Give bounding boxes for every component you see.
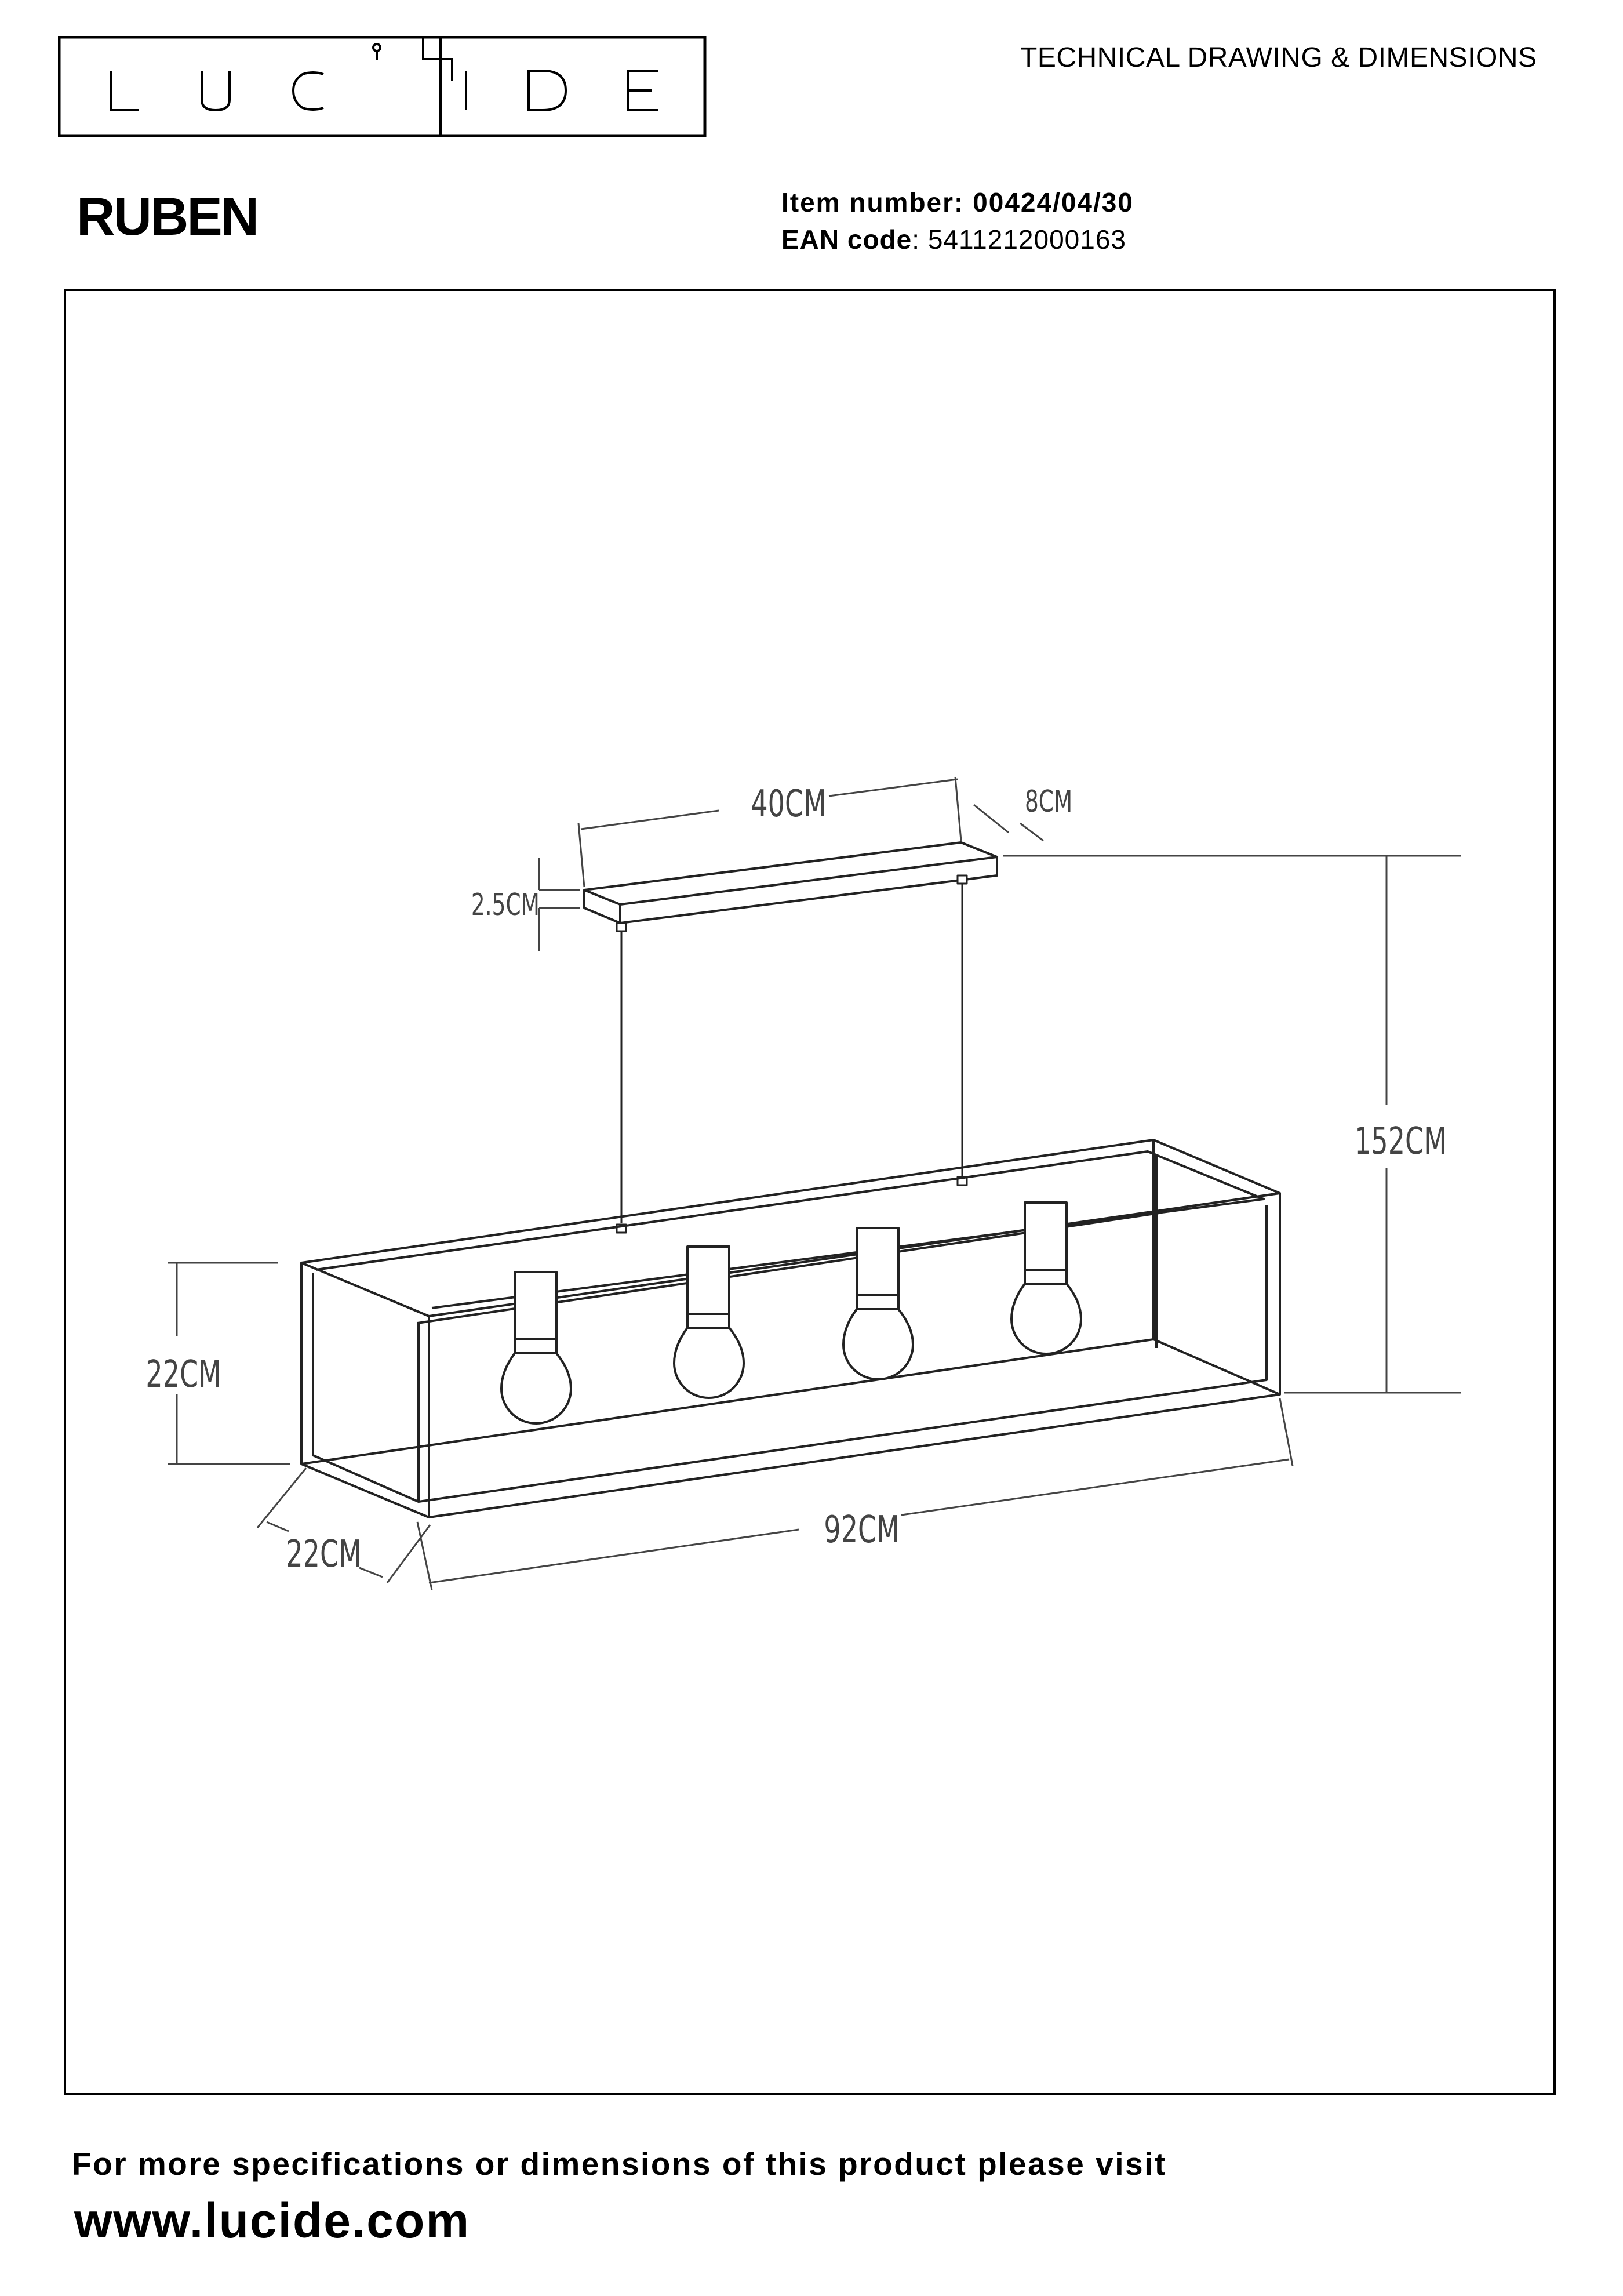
dim-line-total-height bbox=[1003, 855, 1461, 1394]
bulb-4 bbox=[1010, 1201, 1082, 1355]
label-canopy-depth: 8CM bbox=[1025, 784, 1072, 819]
bulb-2 bbox=[673, 1245, 745, 1399]
dim-line-canopy-height bbox=[538, 858, 580, 951]
label-total-height: 152CM bbox=[1354, 1120, 1447, 1163]
document-type: TECHNICAL DRAWING & DIMENSIONS bbox=[1020, 42, 1537, 73]
lamp-frame bbox=[300, 1139, 1281, 1518]
ceiling-canopy bbox=[583, 841, 998, 924]
item-number: Item number: 00424/04/30 bbox=[781, 187, 1134, 218]
logo-letters bbox=[110, 37, 658, 112]
bulb-1 bbox=[500, 1271, 572, 1425]
dim-line-frame-length bbox=[416, 1398, 1294, 1590]
dim-line-canopy-length bbox=[577, 776, 962, 888]
ean-code: EAN code: 5411212000163 bbox=[781, 224, 1126, 255]
item-number-value: 00424/04/30 bbox=[973, 187, 1134, 217]
lucide-logo bbox=[58, 36, 707, 137]
label-frame-height: 22CM bbox=[145, 1353, 221, 1396]
website-link[interactable]: www.lucide.com bbox=[74, 2193, 471, 2248]
logo-box-right bbox=[439, 36, 707, 137]
ean-code-label: EAN code bbox=[781, 224, 912, 255]
dim-line-frame-depth bbox=[256, 1467, 431, 1583]
footer-note: For more specifications or dimensions of… bbox=[72, 2146, 1167, 2182]
bulb-3 bbox=[842, 1227, 914, 1380]
item-number-label: Item number: bbox=[781, 187, 965, 217]
ean-code-value: : 5411212000163 bbox=[912, 224, 1126, 255]
dim-line-frame-height bbox=[168, 1262, 290, 1465]
label-frame-length: 92CM bbox=[824, 1508, 900, 1552]
product-name: RUBEN bbox=[77, 187, 259, 246]
label-frame-depth: 22CM bbox=[286, 1532, 362, 1576]
suspension-cables bbox=[616, 874, 968, 1234]
dim-line-canopy-depth bbox=[973, 804, 1044, 842]
label-canopy-length: 40CM bbox=[751, 782, 827, 826]
dimension-labels: 40CM 8CM 2.5CM 152CM 22CM 92CM 22CM bbox=[145, 782, 1447, 1576]
drawing-frame bbox=[64, 289, 1556, 2095]
label-canopy-height: 2.5CM bbox=[471, 887, 540, 922]
